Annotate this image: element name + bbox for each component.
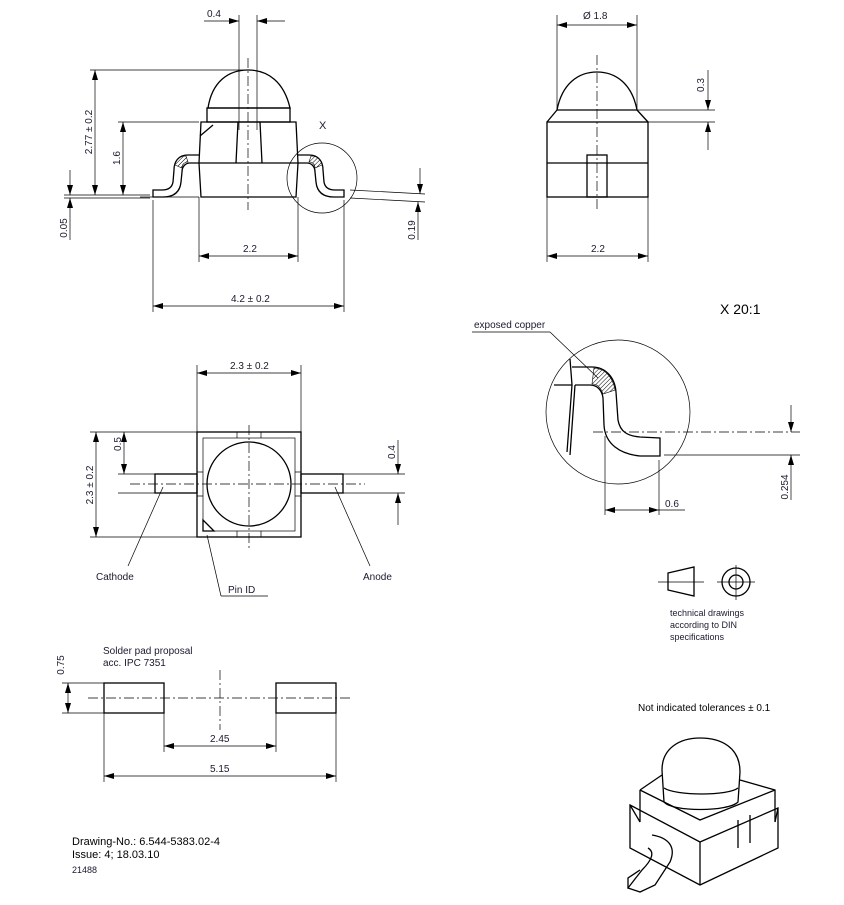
isometric-view — [626, 737, 779, 893]
title-block: Drawing-No.: 6.544-5383.02-4 Issue: 4; 1… — [72, 836, 220, 875]
dim-foot-length: 0.6 — [665, 499, 679, 510]
dim-body-width: 2.2 — [243, 244, 257, 255]
drawing-code: 21488 — [72, 865, 97, 875]
dim-overall-width: 4.2 ± 0.2 — [231, 294, 270, 305]
dim-outer: 5.15 — [210, 764, 230, 775]
projection-symbol: technical drawings according to DIN spec… — [658, 565, 755, 642]
detail-circle-x — [286, 142, 358, 214]
din-note-line-2: according to DIN — [670, 620, 737, 630]
issue: Issue: 4; 18.03.10 — [72, 849, 159, 861]
dim-body-width: 2.2 — [591, 244, 605, 255]
detail-marker: X — [319, 120, 327, 132]
anode-label: Anode — [363, 572, 392, 583]
solder-pad-title-1: Solder pad proposal — [103, 646, 193, 657]
drawing-number: Drawing-No.: 6.544-5383.02-4 — [72, 836, 220, 848]
exposed-copper-label: exposed copper — [474, 320, 546, 331]
dim-lens-step: 0.3 — [696, 78, 707, 92]
tolerance-note: Not indicated tolerances ± 0.1 — [638, 703, 771, 714]
front-side-view: 0.4 2.77 ± 0.2 1.6 0.05 0.19 2.2 4.2 ± 0… — [59, 9, 426, 312]
dim-offset: 0.5 — [113, 437, 124, 451]
top-view: 2.3 ± 0.2 2.3 ± 0.2 0.5 0.4 Cathode Pin … — [85, 361, 405, 597]
dim-lens-offset: 0.4 — [207, 9, 221, 20]
dim-height: 2.3 ± 0.2 — [85, 465, 96, 504]
dim-pad-height: 0.75 — [56, 655, 67, 675]
dim-body-height: 1.6 — [112, 151, 123, 165]
detail-scale: X 20:1 — [720, 301, 761, 317]
solder-pad-proposal: Solder pad proposal acc. IPC 7351 0.75 2… — [56, 646, 352, 782]
dim-lead-width: 0.4 — [387, 445, 398, 459]
dim-lead-thickness: 0.254 — [780, 474, 791, 499]
dim-lens-diameter: Ø 1.8 — [583, 11, 608, 22]
right-side-view: Ø 1.8 0.3 2.2 — [546, 11, 715, 262]
cathode-label: Cathode — [96, 572, 134, 583]
dim-width: 2.3 ± 0.2 — [230, 361, 269, 372]
solder-pad-title-2: acc. IPC 7351 — [103, 658, 166, 669]
dim-total-height: 2.77 ± 0.2 — [84, 109, 95, 154]
pin-id-label: Pin ID — [228, 585, 255, 596]
dim-lead-thickness: 0.19 — [407, 220, 418, 240]
din-note-line-1: technical drawings — [670, 608, 745, 618]
dim-inner: 2.45 — [210, 734, 230, 745]
dim-standoff: 0.05 — [59, 218, 70, 238]
detail-view: X 20:1 exposed copper 0.6 0.254 — [472, 301, 800, 515]
din-note-line-3: specifications — [670, 632, 725, 642]
